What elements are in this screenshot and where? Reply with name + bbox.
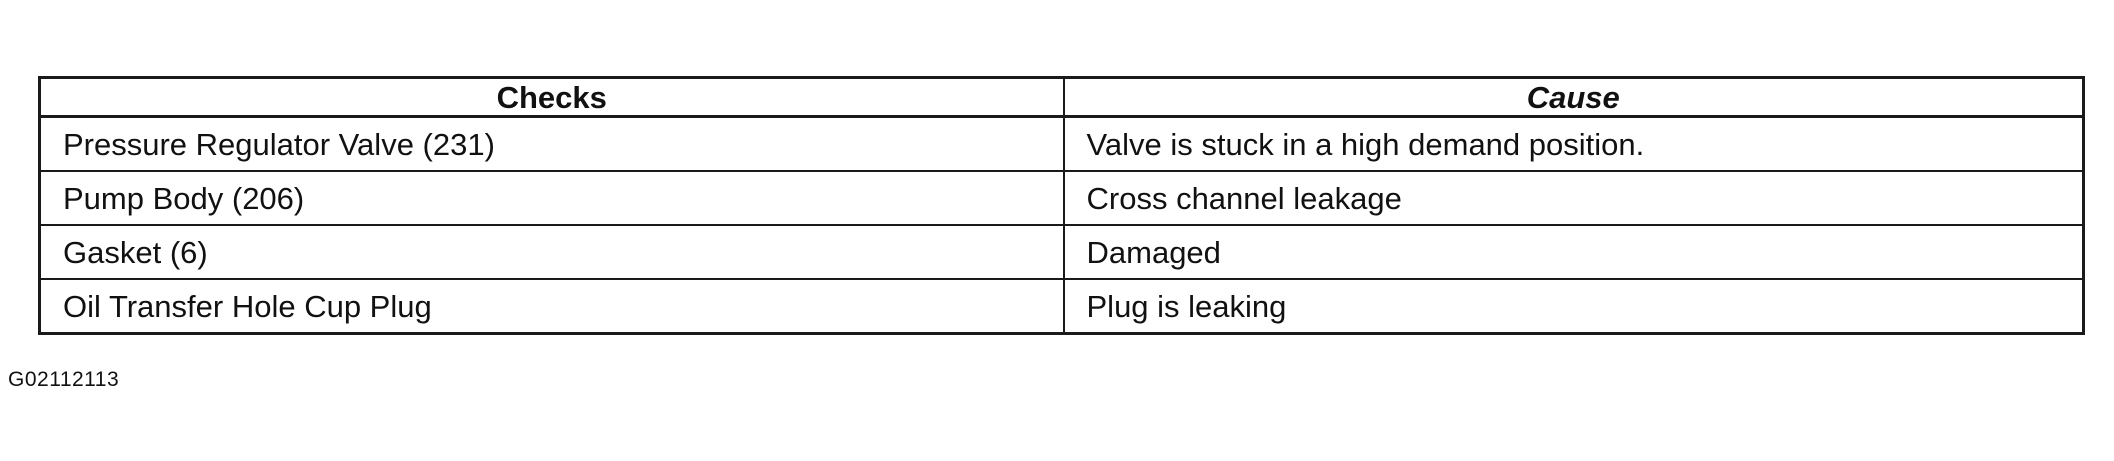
- cause-cell: Damaged: [1062, 224, 2085, 280]
- header-cause: Cause: [1062, 76, 2085, 118]
- check-cell: Pump Body (206): [38, 170, 1065, 226]
- cause-cell: Plug is leaking: [1062, 278, 2085, 335]
- check-cell: Oil Transfer Hole Cup Plug: [38, 278, 1065, 335]
- cause-cell: Cross channel leakage: [1062, 170, 2085, 226]
- table-row: Oil Transfer Hole Cup Plug Plug is leaki…: [38, 278, 2085, 335]
- check-cell: Pressure Regulator Valve (231): [38, 115, 1065, 172]
- checks-cause-table: Checks Cause Pressure Regulator Valve (2…: [38, 76, 2085, 335]
- table-row: Pressure Regulator Valve (231) Valve is …: [38, 115, 2085, 172]
- table-row: Pump Body (206) Cross channel leakage: [38, 170, 2085, 226]
- header-checks: Checks: [38, 76, 1065, 118]
- figure-id-label: G02112113: [8, 368, 120, 391]
- table-header-row: Checks Cause: [38, 76, 2085, 118]
- check-cell: Gasket (6): [38, 224, 1065, 280]
- cause-cell: Valve is stuck in a high demand position…: [1062, 115, 2085, 172]
- table-row: Gasket (6) Damaged: [38, 224, 2085, 280]
